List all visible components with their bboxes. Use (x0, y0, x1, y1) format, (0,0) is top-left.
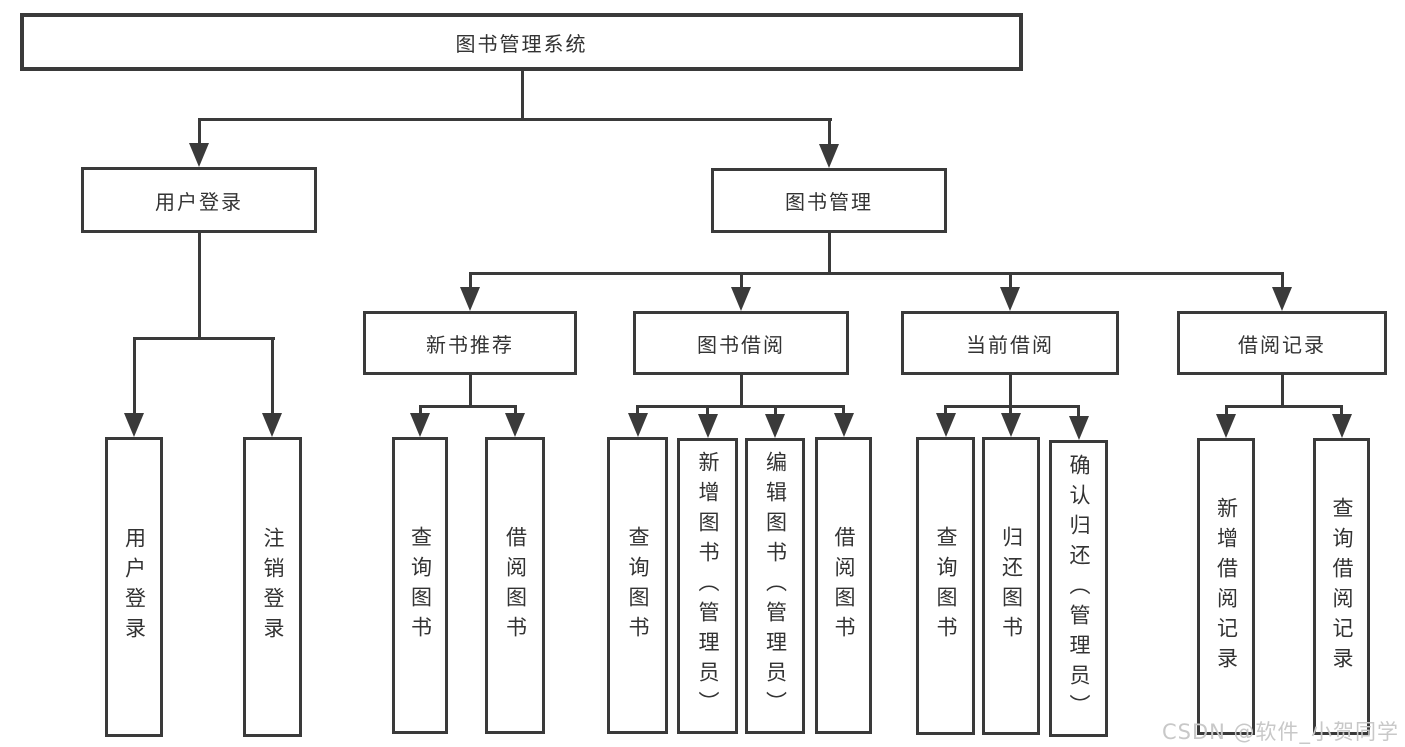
leaf-query-books-current-label: 查询图书 (934, 526, 958, 646)
leaf-confirm-return-admin-label: 确认归还（管理员） (1067, 453, 1091, 724)
node-new-book-recommend: 新书推荐 (363, 311, 577, 375)
connector (828, 118, 831, 146)
node-new-book-recommend-label: 新书推荐 (426, 332, 514, 357)
connector (1009, 375, 1012, 405)
connector (419, 405, 422, 417)
connector (271, 337, 274, 415)
node-current-borrow-label: 当前借阅 (966, 332, 1054, 357)
leaf-query-books-borrow: 查询图书 (607, 437, 668, 734)
leaf-logout: 注销登录 (243, 437, 302, 737)
connector (469, 272, 472, 290)
connector (1225, 405, 1343, 408)
arrowhead (1069, 416, 1089, 440)
arrowhead (628, 413, 648, 437)
arrowhead (1000, 287, 1020, 311)
connector (1281, 272, 1284, 290)
arrowhead (124, 413, 144, 437)
arrowhead (765, 414, 785, 438)
connector (740, 272, 743, 290)
arrowhead (1001, 413, 1021, 437)
connector (1225, 405, 1228, 417)
leaf-query-books-current: 查询图书 (916, 437, 975, 735)
leaf-return-books-label: 归还图书 (999, 526, 1024, 646)
connector (706, 405, 709, 417)
connector (774, 405, 777, 417)
leaf-add-borrow-record: 新增借阅记录 (1197, 438, 1255, 735)
arrowhead (189, 143, 209, 167)
leaf-add-borrow-record-label: 新增借阅记录 (1214, 496, 1239, 677)
connector (636, 405, 639, 417)
leaf-borrow-books: 借阅图书 (815, 437, 872, 734)
leaf-confirm-return-admin: 确认归还（管理员） (1049, 440, 1108, 737)
leaf-edit-book-admin-label: 编辑图书（管理员） (763, 451, 788, 721)
node-book-borrow: 图书借阅 (633, 311, 849, 375)
node-borrow-records: 借阅记录 (1177, 311, 1387, 375)
node-user-login-label: 用户登录 (155, 189, 243, 214)
connector (133, 337, 275, 340)
arrowhead (262, 413, 282, 437)
leaf-borrow-books-label: 借阅图书 (832, 525, 856, 646)
connector (842, 405, 845, 417)
connector (740, 375, 743, 405)
leaf-logout-label: 注销登录 (261, 527, 285, 647)
arrowhead (505, 413, 525, 437)
leaf-query-borrow-record: 查询借阅记录 (1313, 438, 1370, 735)
arrowhead (936, 413, 956, 437)
arrowhead (1216, 414, 1236, 438)
connector (1281, 375, 1284, 405)
node-user-login: 用户登录 (81, 167, 317, 233)
connector (521, 70, 524, 118)
leaf-add-book-admin-label: 新增图书（管理员） (696, 451, 720, 721)
connector (944, 405, 1080, 408)
node-borrow-records-label: 借阅记录 (1238, 332, 1326, 357)
leaf-borrow-books-recommend-label: 借阅图书 (503, 525, 528, 646)
connector (133, 337, 136, 415)
arrowhead (731, 287, 751, 311)
leaf-return-books: 归还图书 (982, 437, 1040, 735)
node-root-label: 图书管理系统 (455, 31, 588, 56)
node-current-borrow: 当前借阅 (901, 311, 1119, 375)
arrowhead (819, 144, 839, 168)
node-root: 图书管理系统 (20, 13, 1023, 71)
connector (198, 118, 832, 121)
connector (636, 405, 845, 408)
leaf-query-books-borrow-label: 查询图书 (626, 525, 650, 646)
connector (469, 272, 1283, 275)
connector (1340, 405, 1343, 417)
leaf-user-login: 用户登录 (105, 437, 163, 737)
leaf-add-book-admin: 新增图书（管理员） (677, 438, 738, 734)
connector (419, 405, 517, 408)
connector (1077, 405, 1080, 419)
connector (1009, 272, 1012, 290)
leaf-user-login-label: 用户登录 (122, 527, 147, 647)
leaf-edit-book-admin: 编辑图书（管理员） (745, 438, 805, 734)
connector (469, 375, 472, 405)
leaf-query-books-recommend-label: 查询图书 (408, 525, 433, 646)
arrowhead (1332, 414, 1352, 438)
leaf-query-books-recommend: 查询图书 (392, 437, 448, 734)
connector (944, 405, 947, 417)
connector (514, 405, 517, 417)
arrowhead (410, 413, 430, 437)
node-book-management-label: 图书管理 (785, 190, 873, 214)
arrowhead (460, 287, 480, 311)
arrowhead (1272, 287, 1292, 311)
connector (1009, 405, 1012, 417)
connector (828, 233, 831, 272)
watermark: CSDN @软件_小贺同学 (1162, 720, 1400, 744)
connector (198, 118, 201, 146)
leaf-query-borrow-record-label: 查询借阅记录 (1330, 496, 1354, 677)
node-book-borrow-label: 图书借阅 (697, 332, 785, 357)
arrowhead (698, 414, 718, 438)
connector (198, 233, 201, 337)
node-book-management: 图书管理 (711, 168, 947, 233)
arrowhead (834, 413, 854, 437)
leaf-borrow-books-recommend: 借阅图书 (485, 437, 545, 734)
